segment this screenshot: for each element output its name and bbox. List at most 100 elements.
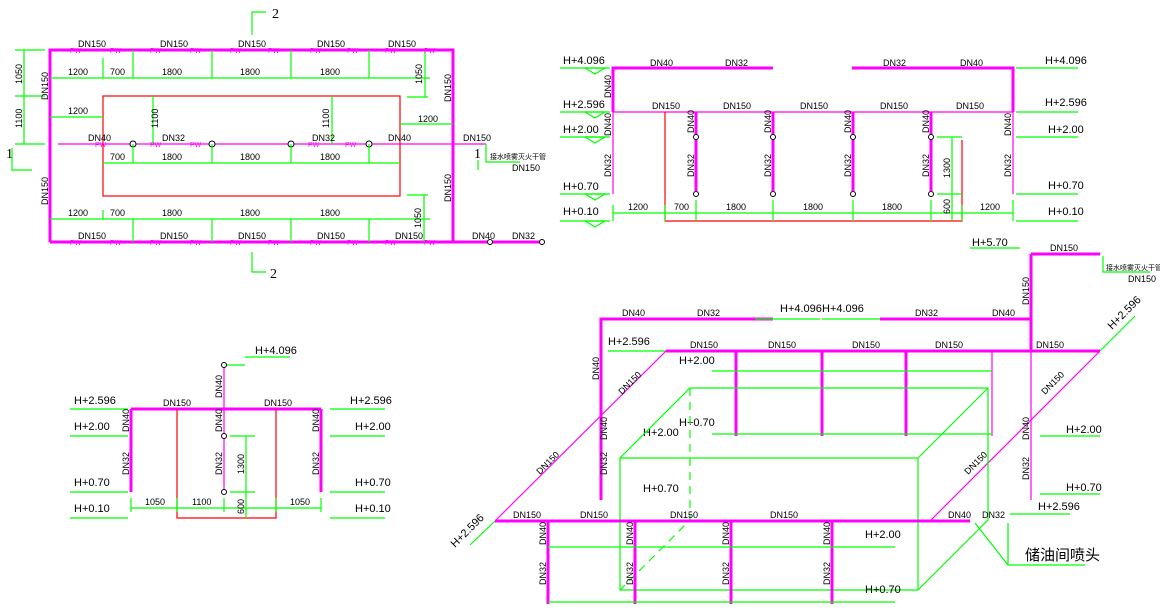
dim-text: 1800 xyxy=(162,208,182,218)
pw-marker: PW xyxy=(190,48,202,55)
top-left-branch-pipe xyxy=(611,66,773,112)
room-outline xyxy=(102,95,401,197)
rear-risers xyxy=(734,351,908,436)
pipe-label: DN40 xyxy=(121,409,131,432)
pipe-label: DN150 xyxy=(160,39,188,49)
elevation-triangle xyxy=(582,136,608,144)
pipe-label: DN32 xyxy=(822,562,832,585)
dim-text: 1300 xyxy=(236,454,246,474)
pw-marker: PW xyxy=(268,48,280,55)
pw-marker: PW xyxy=(110,240,122,247)
storage-room-box xyxy=(619,387,989,591)
dim-lines-inner xyxy=(50,96,453,144)
diagonal-extension xyxy=(469,520,496,546)
nozzle-node xyxy=(693,191,699,197)
dim-lines-top xyxy=(50,50,430,79)
pw-marker: PW xyxy=(110,48,122,55)
elevation-lines xyxy=(1010,435,1100,515)
dim-text: 1200 xyxy=(68,208,88,218)
pw-marker: PW xyxy=(190,240,202,247)
dim-lines-right xyxy=(407,50,428,242)
pw-marker: PW xyxy=(310,48,322,55)
pipe-label: DN40 xyxy=(721,522,731,545)
dim-text: 1200 xyxy=(68,106,88,116)
diagonal-pipe-left xyxy=(494,350,667,522)
nozzle-node xyxy=(850,134,856,140)
top-right-branch-pipe xyxy=(852,66,1015,112)
pipe-label: DN150 xyxy=(935,340,963,350)
elevation-label: H+2.596 xyxy=(74,395,116,407)
elevation-label: H+0.70 xyxy=(1048,180,1084,192)
outlet-note-size: DN150 xyxy=(512,163,540,173)
dim-text: 1800 xyxy=(803,202,823,212)
pipe-label: DN40 xyxy=(822,522,832,545)
pipe-label: DN40 xyxy=(599,417,609,440)
dim-text: 600 xyxy=(942,199,952,214)
outlet-note-size: DN150 xyxy=(1128,274,1156,284)
elevation-triangle xyxy=(582,111,608,119)
pipe-label: DN150 xyxy=(163,398,191,408)
dim-lines-vertical xyxy=(230,435,255,518)
pw-marker: PW xyxy=(70,48,82,55)
pipe-label: DN150 xyxy=(160,231,188,241)
elevation-label: H+4.096 xyxy=(780,303,822,315)
dim-text: 700 xyxy=(110,152,125,162)
pipe-label: DN40 xyxy=(214,375,224,398)
pipe-label: DN40 xyxy=(472,231,495,241)
pipe-label: DN32 xyxy=(725,58,748,68)
pipe-label: DN32 xyxy=(697,308,720,318)
pipe-label: DN32 xyxy=(312,133,335,143)
pipe-label: DN32 xyxy=(915,308,938,318)
pipe-label: DN150 xyxy=(238,39,266,49)
elevation-label: H+0.10 xyxy=(355,503,391,515)
dim-text: 1200 xyxy=(980,202,1000,212)
nozzle-note-leader xyxy=(974,522,1085,566)
pipe-label: DN32 xyxy=(982,510,1005,520)
elevation-label: H+4.096 xyxy=(563,55,605,67)
section-2-2: H+4.096 H+2.596 H+2.00 H+0.70 H+0.10 H+2… xyxy=(70,345,392,519)
elevation-label: H+0.70 xyxy=(643,483,679,495)
elevation-label: H+2.596 xyxy=(350,395,392,407)
elevation-label: H+2.00 xyxy=(679,355,715,367)
pw-marker: PW xyxy=(70,240,82,247)
pw-marker: PW xyxy=(424,48,436,55)
dim-text: 1800 xyxy=(240,67,260,77)
main-loop-pipe xyxy=(48,48,455,244)
dim-text: 1800 xyxy=(320,152,340,162)
pw-marker: PW xyxy=(347,240,359,247)
outlet-pipe-label: DN150 xyxy=(463,133,491,143)
diagonal-pipe-right xyxy=(929,350,1101,522)
pipe-label: DN150 xyxy=(770,510,798,520)
pw-marker: PW xyxy=(347,48,359,55)
section-marker-2-bottom xyxy=(251,252,266,273)
elevation-label: H+0.70 xyxy=(1066,482,1102,494)
dim-text: 1100 xyxy=(321,109,331,128)
dim-text: 1200 xyxy=(68,67,88,77)
outlet-leader xyxy=(1102,256,1150,273)
pipe-label: DN150 xyxy=(852,340,880,350)
pw-marker: PW xyxy=(190,142,202,149)
pipe-label: DN40 xyxy=(1021,417,1031,440)
pipe-label: DN32 xyxy=(214,452,224,475)
dim-text: 1100 xyxy=(14,109,24,128)
pipe-label: DN150 xyxy=(768,340,796,350)
pipe-label: DN32 xyxy=(162,133,185,143)
isometric-view: H+5.70 DN150 接水喷雾灭火干管 DN150 DN150 DN40 D… xyxy=(449,237,1160,604)
pipe-label: DN40 xyxy=(960,58,983,68)
pipe-label: DN150 xyxy=(388,39,416,49)
dim-lines-vertical xyxy=(937,136,962,221)
dim-text: 1050 xyxy=(290,497,310,507)
dim-lines-left xyxy=(15,49,45,145)
pipe-label: DN150 xyxy=(800,101,828,111)
pipe-label: DN150 xyxy=(670,510,698,520)
pipe-label: DN150 xyxy=(723,101,751,111)
pipe-label: DN40 xyxy=(686,110,696,133)
dim-text: 1050 xyxy=(14,64,24,84)
elevation-marks-right xyxy=(1016,67,1078,222)
pipe-label: DN150 xyxy=(40,177,50,205)
elevation-label: H+4.096 xyxy=(255,345,297,357)
pipe-label: DN150 xyxy=(317,39,345,49)
pipe-label: DN32 xyxy=(512,231,535,241)
pipe-label: DN150 xyxy=(616,370,643,397)
